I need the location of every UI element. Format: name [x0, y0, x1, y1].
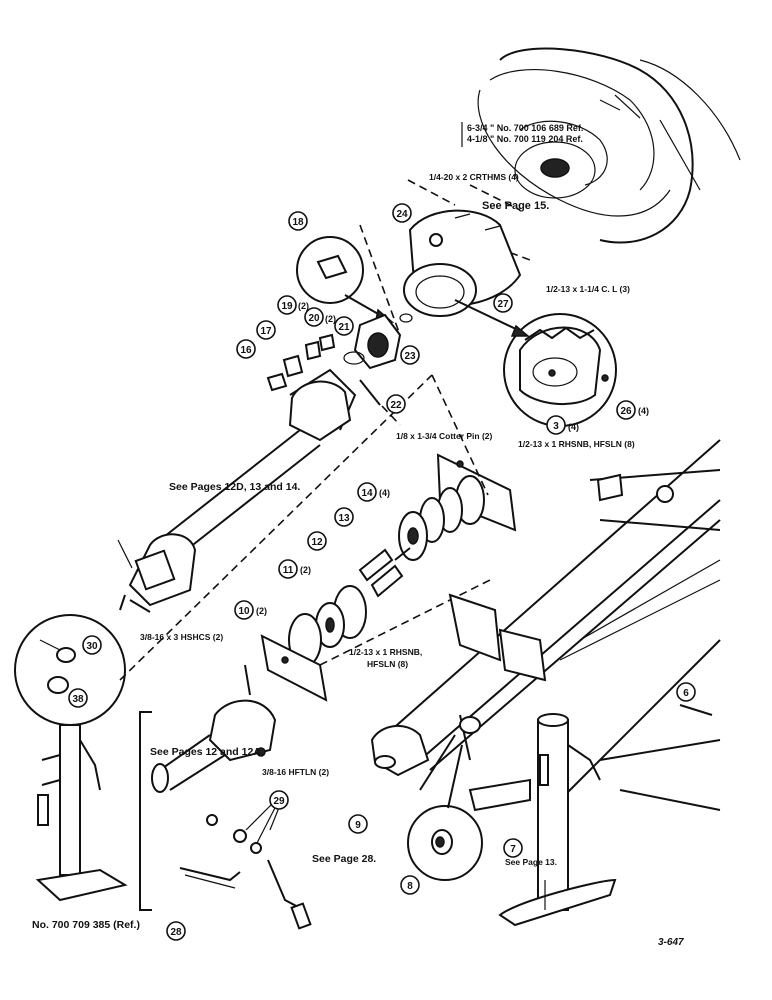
- callout-24: 24: [396, 209, 408, 220]
- hftln-label: 3/8-16 HFTLN (2): [262, 767, 329, 777]
- qty-20: (2): [325, 314, 336, 324]
- see-page-15-label: See Page 15.: [482, 200, 549, 212]
- callout-29: 29: [273, 796, 285, 807]
- hub-housing-part-24: [403, 209, 522, 317]
- detail-circle-part-8: [407, 744, 483, 881]
- callout-21: 21: [338, 322, 350, 333]
- washer-23-shape: [399, 313, 413, 323]
- see-page-28-label: See Page 28.: [312, 853, 376, 865]
- detail-circle-part-27: [454, 299, 617, 427]
- shaft-parts-12-13: [358, 547, 411, 598]
- callout-11: 11: [283, 565, 294, 576]
- callout-38: 38: [72, 694, 84, 705]
- callout-26: 26: [620, 406, 632, 417]
- crthms-label: 1/4-20 x 2 CRTHMS (4): [429, 172, 519, 182]
- callout-18: 18: [292, 217, 304, 228]
- cotter-pin-label: 1/8 x 1-3/4 Cotter Pin (2): [396, 431, 493, 441]
- small-parts-16-21: [266, 333, 365, 392]
- hitch-pin-and-chain: [419, 716, 531, 812]
- callout-28: 28: [170, 927, 182, 938]
- callout-27: 27: [497, 299, 509, 310]
- hshcs-label: 3/8-16 x 3 HSHCS (2): [140, 632, 223, 642]
- see-pages-12-label: See Pages 12 and 12A.: [150, 746, 264, 758]
- qty-19: (2): [298, 301, 309, 311]
- qty-10: (2): [256, 606, 267, 616]
- crank-handle-part-28: [179, 867, 241, 889]
- jack-stand-left: [35, 724, 128, 902]
- wheel-tire-drawing: [477, 47, 741, 244]
- rhsnb-label-2b: HFSLN (8): [367, 659, 408, 669]
- qty-3: (4): [568, 422, 579, 432]
- see-pages-12d-label: See Pages 12D, 13 and 14.: [169, 481, 300, 493]
- callout-20: 20: [308, 313, 320, 324]
- small-parts-29: [206, 799, 312, 930]
- rhsnb-label-1: 1/2-13 x 1 RHSNB, HFSLN (8): [518, 439, 635, 449]
- qty-26: (4): [638, 406, 649, 416]
- callout-22: 22: [390, 400, 402, 411]
- detail-circle-parts-30-38: [14, 614, 126, 726]
- ref-label-2: 4-1/8 " No. 700 119 204 Ref.: [467, 134, 583, 144]
- callout-17: 17: [260, 326, 272, 337]
- cl-bolt-label: 1/2-13 x 1-1/4 C. L (3): [546, 284, 630, 294]
- callout-6: 6: [683, 688, 689, 699]
- cotter-pin-shape: [359, 379, 381, 406]
- group-bracket: [139, 711, 152, 911]
- pto-driveshaft: [117, 368, 357, 613]
- callout-23: 23: [404, 351, 416, 362]
- jack-stand-part-7: [498, 713, 617, 927]
- jack-ref-label: No. 700 709 385 (Ref.): [32, 919, 140, 931]
- callout-7: 7: [510, 844, 516, 855]
- bearing-stack-lower: [244, 585, 367, 702]
- rhsnb-label-2a: 1/2-13 x 1 RHSNB,: [349, 647, 422, 657]
- callout-30: 30: [86, 641, 98, 652]
- callout-12: 12: [311, 537, 323, 548]
- bearing-stack-upper: [398, 453, 517, 561]
- coupler-part-22: [353, 313, 402, 370]
- callout-9: 9: [355, 820, 361, 831]
- callout-10: 10: [238, 606, 250, 617]
- callout-19: 19: [281, 301, 293, 312]
- callout-13: 13: [338, 513, 350, 524]
- ref-label-1: 6-3/4 " No. 700 106 689 Ref.: [467, 123, 583, 133]
- see-page-13-label: See Page 13.: [505, 857, 557, 867]
- callout-16: 16: [240, 345, 252, 356]
- text-labels: 6-3/4 " No. 700 106 689 Ref. 4-1/8 " No.…: [32, 122, 684, 948]
- callout-3: 3: [553, 421, 559, 432]
- qty-11: (2): [300, 565, 311, 575]
- qty-14: (4): [379, 488, 390, 498]
- lower-shaft: [151, 699, 277, 793]
- drawing-number: 3-647: [658, 937, 684, 948]
- callout-8: 8: [407, 881, 413, 892]
- callout-14: 14: [361, 488, 373, 499]
- callouts: 18 24 27 23 22 21 20 (2) 19 (2) 17 16 3 …: [68, 203, 696, 941]
